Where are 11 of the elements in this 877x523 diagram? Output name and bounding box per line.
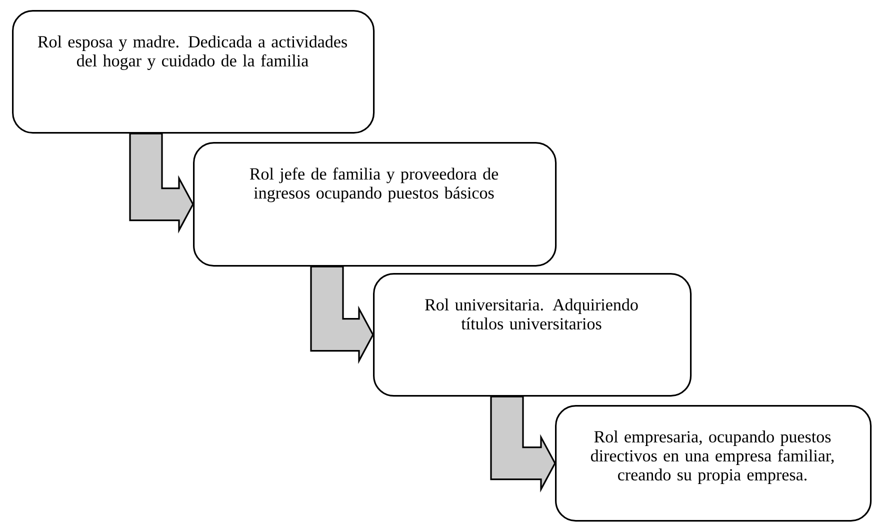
block-arrow — [490, 396, 556, 492]
box-text: Rol jefe de familia y proveedora de ingresos ocupando puestos básicos — [250, 168, 498, 202]
rounded-box — [373, 273, 692, 397]
rounded-box — [193, 142, 557, 267]
rounded-box — [555, 405, 872, 522]
block-arrow — [129, 132, 194, 234]
box-text: Rol universitaria. Adquiriendo títulos universitarios — [425, 298, 638, 330]
rounded-box — [12, 10, 375, 134]
box-text: Rol empresaria, ocupando puestos directivos en una empresa familiar, creando su propia empresa. — [590, 430, 834, 484]
box-text: Rol esposa y madre. Dedicada a actividades del hogar y cuidado de la familia — [38, 36, 347, 70]
block-arrow — [310, 266, 374, 364]
